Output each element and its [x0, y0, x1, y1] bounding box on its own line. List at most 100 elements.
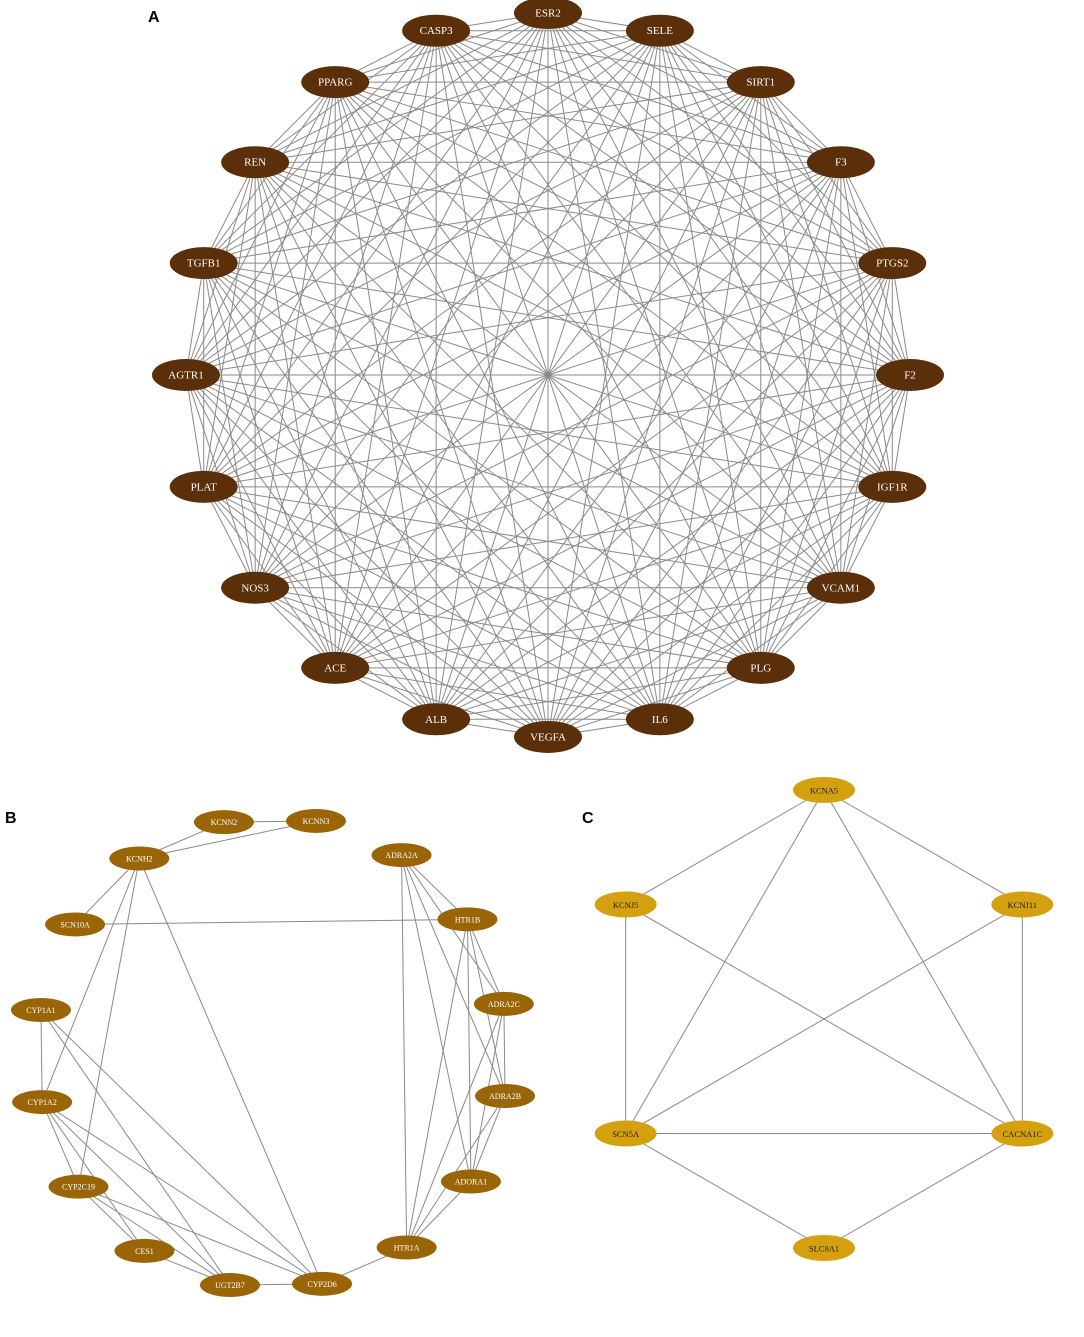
node-cyp1a1[interactable]: CYP1A1: [10, 997, 71, 1022]
edge-esr2-nos3: [254, 12, 549, 589]
node-kcnn2[interactable]: KCNN2: [193, 810, 254, 835]
node-ren[interactable]: REN: [221, 146, 290, 179]
edge-vegfa-casp3: [435, 30, 549, 738]
node-ellipse: [301, 66, 370, 99]
node-ellipse: [594, 891, 657, 918]
node-kcna5[interactable]: KCNA5: [793, 777, 855, 803]
node-label: REN: [244, 157, 266, 169]
node-label: HTR1B: [455, 915, 480, 924]
node-cyp1a2[interactable]: CYP1A2: [12, 1090, 73, 1115]
node-adra2c[interactable]: ADRA2C: [473, 991, 534, 1016]
node-pparg[interactable]: PPARG: [301, 66, 370, 99]
edge-sele-vegfa: [547, 30, 661, 738]
node-f2[interactable]: F2: [876, 359, 944, 391]
edge-tgfb1-ren: [203, 161, 256, 264]
node-ellipse: [12, 1090, 73, 1115]
node-kcnn3[interactable]: KCNN3: [286, 808, 347, 833]
edge-cacna1c-slc8a1: [823, 1133, 1023, 1249]
node-htr1a[interactable]: HTR1A: [376, 1235, 437, 1260]
node-slc8a1[interactable]: SLC8A1: [793, 1235, 855, 1261]
panel-a-edges: [185, 12, 911, 738]
node-igf1r[interactable]: IGF1R: [858, 470, 927, 503]
edge-igf1r-agtr1: [185, 374, 893, 488]
node-cyp2c19[interactable]: CYP2C19: [48, 1174, 109, 1199]
node-label: CYP2C19: [62, 1183, 95, 1192]
edge-igf1r-ren: [254, 161, 893, 488]
node-ellipse: [806, 571, 875, 604]
edge-agtr1-tgfb1: [185, 263, 205, 376]
node-scn10a[interactable]: SCN10A: [45, 912, 106, 937]
node-nos3[interactable]: NOS3: [221, 571, 290, 604]
node-label: UGT2B7: [215, 1281, 245, 1290]
node-ellipse: [514, 721, 582, 753]
node-ptgs2[interactable]: PTGS2: [858, 247, 927, 280]
edge-plg-plat: [203, 486, 761, 669]
node-ugt2b7[interactable]: UGT2B7: [199, 1273, 260, 1298]
node-vegfa[interactable]: VEGFA: [514, 721, 582, 753]
node-plat[interactable]: PLAT: [169, 470, 238, 503]
node-ace[interactable]: ACE: [301, 651, 370, 684]
node-casp3[interactable]: CASP3: [402, 14, 471, 47]
edge-ugt2b7-cyp2c19: [78, 1186, 231, 1286]
node-kcnj11[interactable]: KCNJ11: [991, 891, 1054, 918]
edge-esr2-f3: [547, 12, 842, 163]
node-htr1b[interactable]: HTR1B: [437, 907, 498, 932]
edge-sele-igf1r: [659, 30, 893, 488]
node-esr2[interactable]: ESR2: [514, 0, 582, 29]
edge-htr1b-adora1: [466, 919, 472, 1182]
node-sele[interactable]: SELE: [625, 14, 694, 47]
edge-f2-igf1r: [891, 374, 911, 487]
edge-il6-ace: [335, 667, 660, 720]
node-ellipse: [858, 470, 927, 503]
edge-ace-casp3: [334, 30, 437, 668]
node-ellipse: [473, 991, 534, 1016]
edge-il6-casp3: [435, 30, 661, 720]
edge-nos3-casp3: [254, 30, 437, 588]
node-label: IGF1R: [877, 481, 908, 493]
node-sirt1[interactable]: SIRT1: [726, 66, 795, 99]
node-tgfb1[interactable]: TGFB1: [169, 247, 238, 280]
edge-plg-casp3: [435, 30, 762, 669]
node-label: ADRA2B: [489, 1092, 521, 1101]
node-ellipse: [169, 470, 238, 503]
edge-scn5a-slc8a1: [625, 1133, 825, 1249]
edge-vcam1-agtr1: [185, 374, 842, 589]
edge-f2-ren: [254, 161, 911, 376]
edge-f3-plat: [203, 161, 842, 488]
node-vcam1[interactable]: VCAM1: [806, 571, 875, 604]
node-ellipse: [726, 66, 795, 99]
edge-sele-plat: [203, 30, 661, 488]
node-ellipse: [402, 703, 471, 736]
node-label: PLAT: [191, 481, 218, 493]
node-adra2b[interactable]: ADRA2B: [475, 1084, 536, 1109]
node-plg[interactable]: PLG: [726, 651, 795, 684]
edge-vcam1-vegfa: [547, 587, 842, 738]
node-kcnj5[interactable]: KCNJ5: [594, 891, 657, 918]
node-alb[interactable]: ALB: [402, 703, 471, 736]
node-agtr1[interactable]: AGTR1: [152, 359, 220, 391]
edge-adra2b-adora1: [470, 1095, 506, 1182]
node-kcnh2[interactable]: KCNH2: [109, 846, 170, 871]
node-adra2a[interactable]: ADRA2A: [371, 843, 432, 868]
node-f3[interactable]: F3: [806, 146, 875, 179]
edge-plg-tgfb1: [203, 262, 762, 669]
node-adora1[interactable]: ADORA1: [440, 1169, 501, 1194]
edge-plat-ren: [203, 162, 256, 487]
node-cacna1c[interactable]: CACNA1C: [991, 1120, 1054, 1147]
node-il6[interactable]: IL6: [625, 703, 694, 736]
node-cyp2d6[interactable]: CYP2D6: [292, 1271, 353, 1296]
node-ces1[interactable]: CES1: [114, 1238, 175, 1263]
edge-igf1r-pparg: [334, 81, 893, 488]
edge-htr1b-adra2c: [467, 919, 505, 1005]
node-scn5a[interactable]: SCN5A: [594, 1120, 657, 1147]
edge-alb-plat: [203, 486, 437, 720]
edge-vcam1-ace: [335, 587, 841, 669]
node-ellipse: [221, 571, 290, 604]
panel-c-label: C: [582, 810, 594, 827]
node-label: F2: [904, 370, 916, 382]
edge-kcnh2-cyp2c19: [78, 858, 140, 1187]
edge-ace-tgfb1: [203, 262, 336, 669]
